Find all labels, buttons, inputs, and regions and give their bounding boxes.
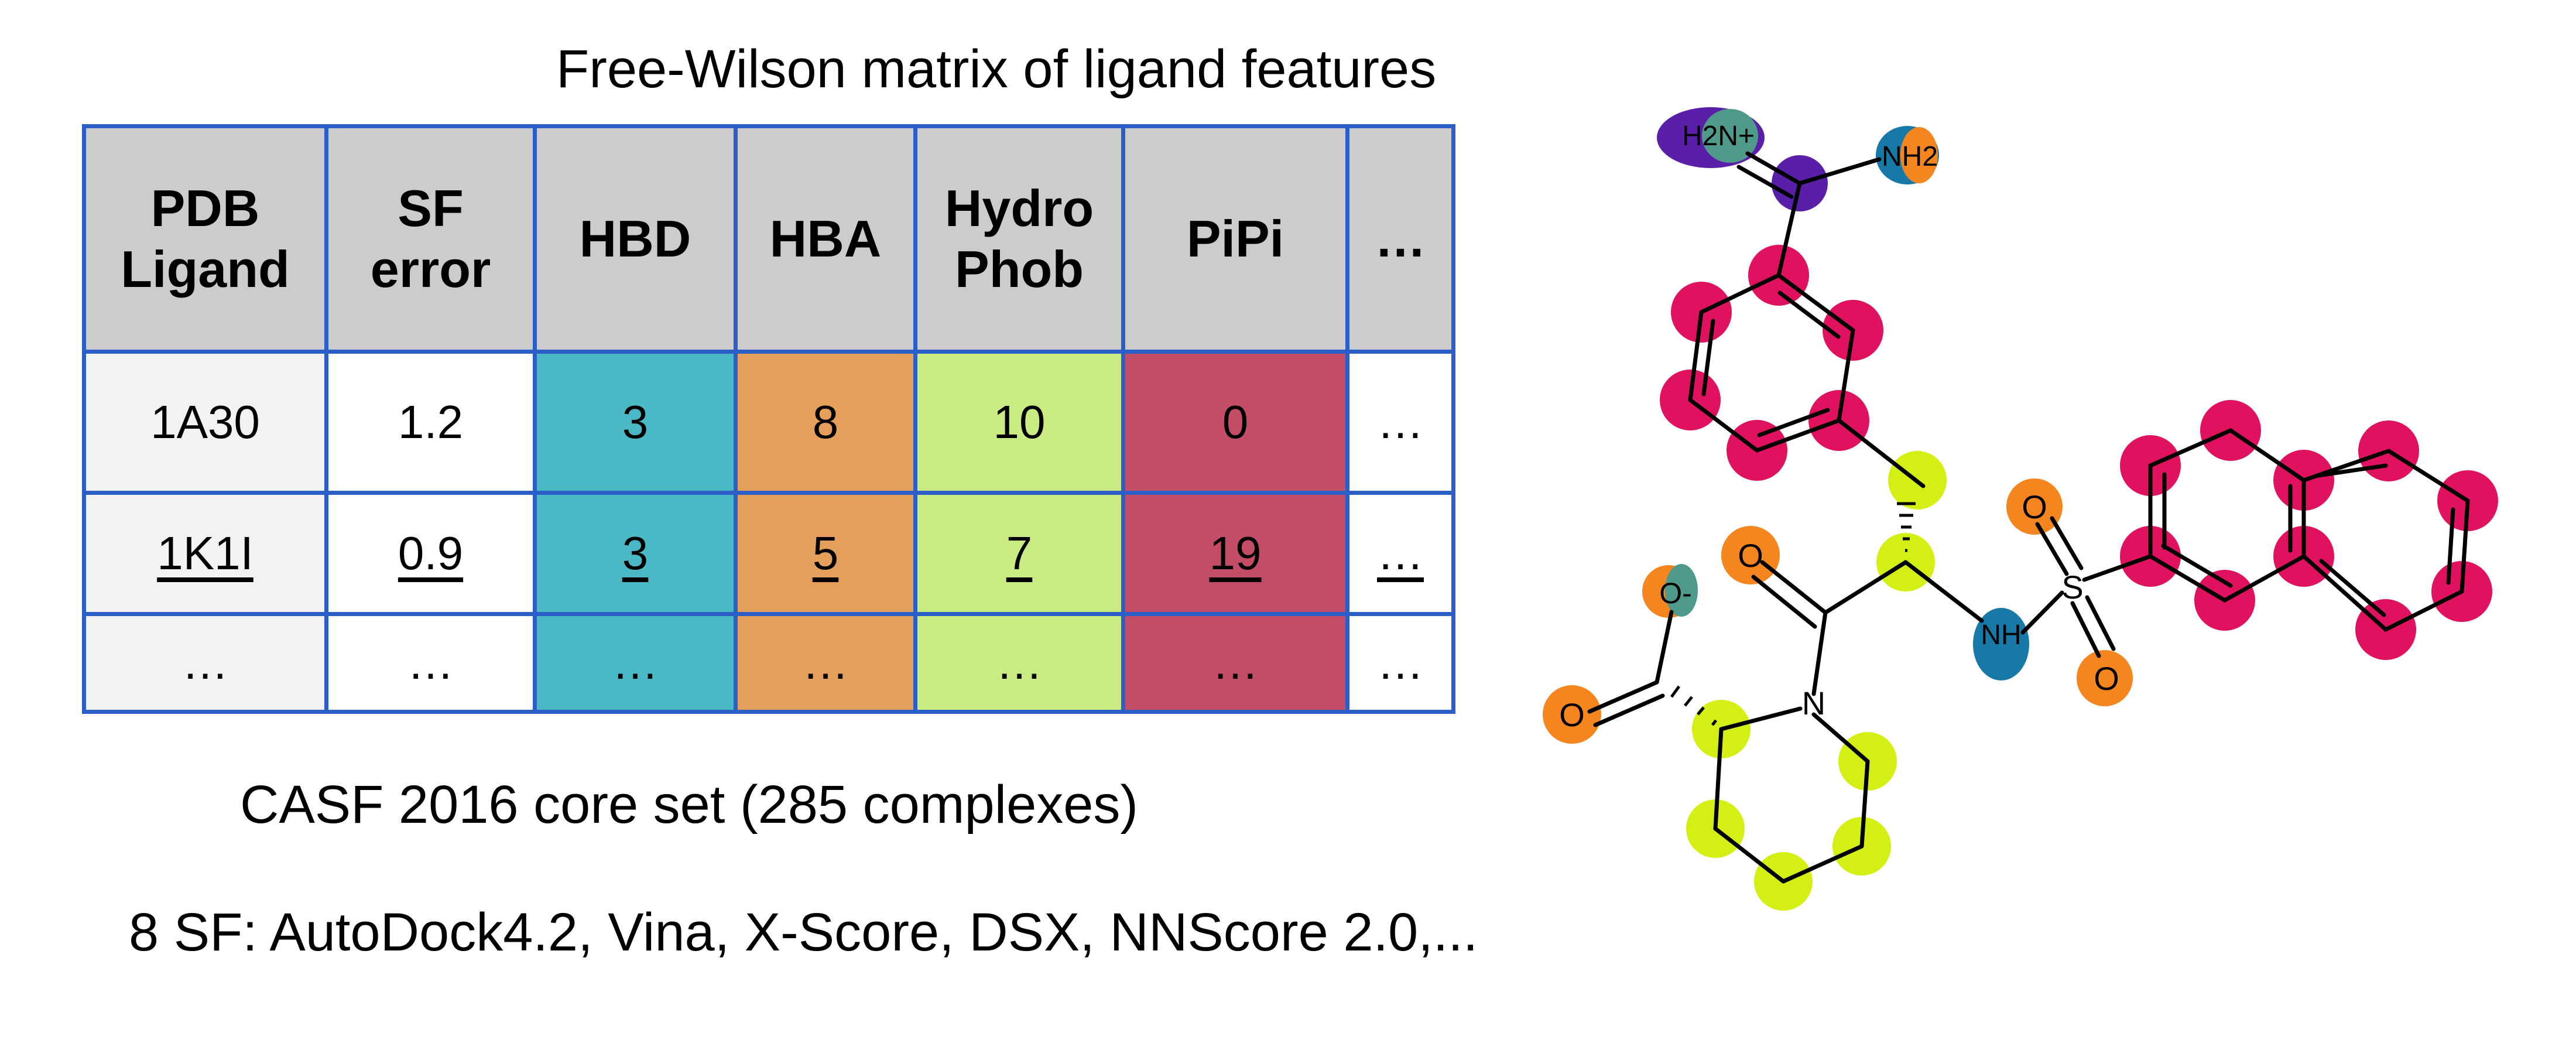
cell-more: … bbox=[1345, 350, 1455, 495]
donor-highlight bbox=[1973, 608, 2029, 680]
atom-labels: H2N+ NH2 O- O O N NH S O O bbox=[1559, 121, 2119, 733]
atom-label-sulfonyl-o: O bbox=[2022, 488, 2047, 525]
cell-hba: … bbox=[734, 612, 917, 714]
mixed-highlight bbox=[1665, 564, 1698, 617]
cell-ligand-id: 1K1I bbox=[82, 491, 328, 616]
cell-hbd: 3 bbox=[533, 491, 738, 616]
acceptor-highlight bbox=[2006, 478, 2063, 535]
feature-highlights bbox=[1543, 107, 2498, 911]
cell-hbd: 3 bbox=[533, 350, 738, 495]
atom-label-sulfonamide-nh: NH bbox=[1981, 620, 2021, 651]
atom-label-amine: NH2 bbox=[1882, 141, 1938, 172]
cell-pipi: 19 bbox=[1121, 491, 1349, 616]
stereo-hash-bonds bbox=[1670, 502, 1916, 726]
atom-label-ring-n: N bbox=[1802, 685, 1825, 721]
cell-hba: 8 bbox=[734, 350, 917, 495]
header-hba: HBA bbox=[734, 124, 917, 354]
table-row: 1K1I 0.9 3 5 7 19 … bbox=[82, 491, 1455, 616]
header-hbd: HBD bbox=[533, 124, 738, 354]
cell-hba: 5 bbox=[734, 491, 917, 616]
table-row: 1A30 1.2 3 8 10 0 … bbox=[82, 350, 1455, 495]
acceptor-highlight bbox=[1543, 685, 1601, 744]
atom-label-sulfonyl-o: O bbox=[2094, 660, 2119, 697]
header-pipi: PiPi bbox=[1121, 124, 1349, 354]
table-row: … … … … … … … bbox=[82, 612, 1455, 714]
cell-more: … bbox=[1345, 612, 1455, 714]
atom-label-carbonyl-o: O bbox=[1738, 537, 1763, 574]
atom-label-sulfur: S bbox=[2061, 569, 2083, 606]
acceptor-highlight bbox=[1721, 526, 1780, 584]
cell-hydrophob: … bbox=[913, 612, 1125, 714]
cell-ligand-id: 1A30 bbox=[82, 350, 328, 495]
mixed-highlight bbox=[1702, 109, 1758, 163]
cell-hydrophob: 10 bbox=[913, 350, 1125, 495]
atom-label-amidine-cation: H2N+ bbox=[1682, 121, 1755, 152]
matrix-title: Free-Wilson matrix of ligand features bbox=[556, 39, 1437, 99]
cell-sf-error: 1.2 bbox=[324, 350, 537, 495]
cell-sf-error: 0.9 bbox=[324, 491, 537, 616]
atom-label-carboxylate-o-minus: O- bbox=[1659, 577, 1692, 610]
bond-lines bbox=[1587, 151, 2470, 884]
cell-pipi: … bbox=[1121, 612, 1349, 714]
ligand-structure-diagram: H2N+ NH2 O- O O N NH S O O bbox=[1543, 107, 2498, 911]
cell-pipi: 0 bbox=[1121, 350, 1349, 495]
scoring-functions-caption: 8 SF: AutoDock4.2, Vina, X-Score, DSX, N… bbox=[129, 902, 1478, 962]
cell-hbd: … bbox=[533, 612, 738, 714]
cell-more: … bbox=[1345, 491, 1455, 616]
cell-hydrophob: 7 bbox=[913, 491, 1125, 616]
cell-sf-error: … bbox=[324, 612, 537, 714]
cell-ligand-id: … bbox=[82, 612, 328, 714]
dataset-caption: CASF 2016 core set (285 complexes) bbox=[240, 775, 1139, 835]
atom-label-carboxyl-o: O bbox=[1559, 696, 1585, 733]
header-more: … bbox=[1345, 124, 1455, 354]
acceptor-highlight bbox=[1900, 127, 1938, 183]
acceptor-highlight bbox=[2077, 650, 2133, 706]
